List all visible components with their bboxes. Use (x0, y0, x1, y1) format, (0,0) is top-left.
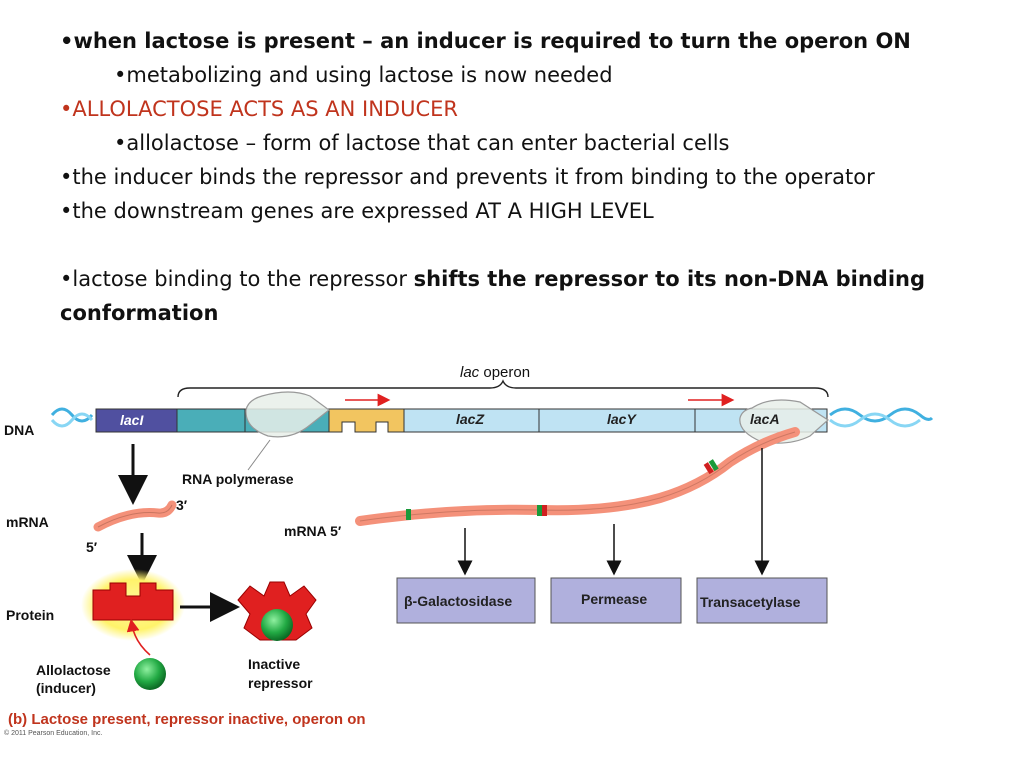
promoter (176, 408, 246, 433)
beta-galactosidase-label: β-Galactosidase (404, 593, 512, 609)
dna-helix-right (829, 407, 934, 428)
protein-label: Protein (6, 607, 54, 623)
copyright: © 2011 Pearson Education, Inc. (4, 729, 102, 737)
note-line-6: •the downstream genes are expressed AT A… (60, 199, 654, 223)
inducer-binding-arrow (126, 618, 151, 656)
note-line-3: •ALLOLACTOSE ACTS AS AN INDUCER (60, 97, 458, 121)
note-line-4: •allolactose – form of lactose that can … (114, 131, 730, 155)
note-line-1: •when lactose is present – an inducer is… (60, 29, 911, 53)
operon-label: lac operon (460, 364, 530, 381)
rna-polymerase-pointer (247, 439, 271, 471)
operon-brace (177, 379, 829, 398)
transacetylase-box (696, 577, 828, 624)
allolactose-label-2: (inducer) (36, 680, 96, 696)
note-line-7: •lactose binding to the repressor shifts… (60, 267, 926, 325)
rna-polymerase-label: RNA polymerase (182, 471, 294, 487)
laca-label: lacA (750, 411, 780, 427)
dna-helix-left (50, 407, 94, 428)
laci-mrna-3prime: 3′ (176, 497, 188, 513)
bound-inducer (261, 609, 293, 641)
lacy-label: lacY (607, 411, 637, 427)
dna-label: DNA (4, 422, 34, 438)
inactive-repressor-label-2: repressor (248, 675, 313, 691)
transacetylase-label: Transacetylase (700, 594, 801, 610)
permease-label: Permease (581, 591, 647, 607)
mrna-marker-2 (537, 505, 542, 516)
mrna-5prime-label: mRNA 5′ (284, 523, 342, 539)
note-line-2: •metabolizing and using lactose is now n… (114, 63, 613, 87)
lacz-label: lacZ (456, 411, 484, 427)
laci-label: lacI (120, 412, 144, 428)
operator (328, 408, 405, 433)
mrna-marker-3 (542, 505, 547, 516)
polycistronic-mrna (355, 427, 800, 526)
beta-galactosidase-box (396, 577, 536, 624)
mrna-label: mRNA (6, 514, 49, 530)
repressor-protein (92, 582, 174, 621)
rna-polymerase (245, 391, 330, 438)
figure-caption: (b) Lactose present, repressor inactive,… (8, 711, 366, 728)
allolactose-label-1: Allolactose (36, 662, 111, 678)
lecture-notes: •when lactose is present – an inducer is… (60, 24, 1000, 330)
inactive-repressor-label-1: Inactive (248, 656, 300, 672)
mrna-marker-5 (708, 459, 719, 472)
laci-mrna-5prime: 5′ (86, 539, 98, 555)
allolactose-inducer (134, 658, 166, 690)
note-line-5: •the inducer binds the repressor and pre… (60, 165, 875, 189)
permease-box (550, 577, 682, 624)
mrna-marker-1 (406, 509, 411, 520)
laci-mrna (93, 500, 177, 532)
mrna-marker-4 (703, 462, 714, 475)
